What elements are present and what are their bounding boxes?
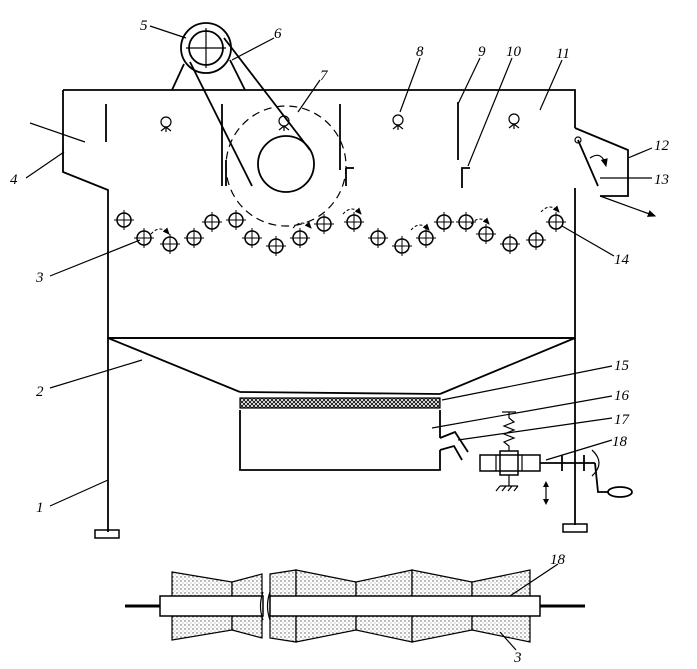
label-10: 10 [506,44,522,60]
roller-detail [125,569,585,643]
brush-roller [160,234,180,254]
drive-motor-pulley [171,22,246,91]
brush-roller [456,212,476,232]
brush-roller [290,228,310,248]
driven-pulley [225,105,347,227]
label-14: 14 [614,252,630,268]
label-5: 5 [140,18,148,34]
label-3-detail: 3 [513,650,522,666]
brush-roller [500,234,520,254]
brush-roller [226,210,246,230]
brush-rollers [114,205,566,256]
drive-belt [189,37,311,187]
filter-screen [239,397,441,409]
label-7: 7 [320,68,329,84]
outlet-chute [574,127,657,217]
housing [62,89,576,339]
brush-roller [202,212,222,232]
label-18: 18 [612,434,628,450]
crank-handle [540,449,633,498]
brush-roller [392,236,412,256]
label-16: 16 [614,388,630,404]
rotation-arrow [150,227,170,235]
rotation-arrow [470,217,490,225]
brush-roller [546,212,566,232]
label-4: 4 [10,172,18,188]
brush-roller [476,224,496,244]
brush-roller [344,212,364,232]
label-17: 17 [614,412,631,428]
brush-roller [434,212,454,232]
hopper [107,337,576,395]
label-8: 8 [416,44,424,60]
rotation-arrow [540,205,560,213]
brush-roller [416,228,436,248]
part-labels: 5 6 7 8 9 10 11 12 13 4 3 14 2 1 15 16 1… [10,18,670,666]
label-13: 13 [654,172,669,188]
brush-roller [134,228,154,248]
label-18-detail: 18 [550,552,566,568]
water-tank [239,410,469,471]
rotation-arrow [342,207,362,215]
brush-roller [526,230,546,250]
valve-assembly [479,411,549,505]
leader-lines [25,25,653,651]
label-15: 15 [614,358,630,374]
label-11: 11 [556,46,570,62]
brush-roller [114,210,134,230]
label-12: 12 [654,138,670,154]
rotation-arrow [410,223,430,231]
label-9: 9 [478,44,486,60]
brush-roller [184,228,204,248]
brush-roller [242,228,262,248]
label-3: 3 [35,270,44,286]
rotation-arrow [292,221,312,229]
brush-roller [314,214,334,234]
baffle-plates [105,102,470,188]
label-1: 1 [36,500,44,516]
inlet-chute [29,122,86,172]
label-6: 6 [274,26,282,42]
label-2: 2 [36,384,44,400]
brush-roller [266,236,286,256]
brush-roller [368,228,388,248]
